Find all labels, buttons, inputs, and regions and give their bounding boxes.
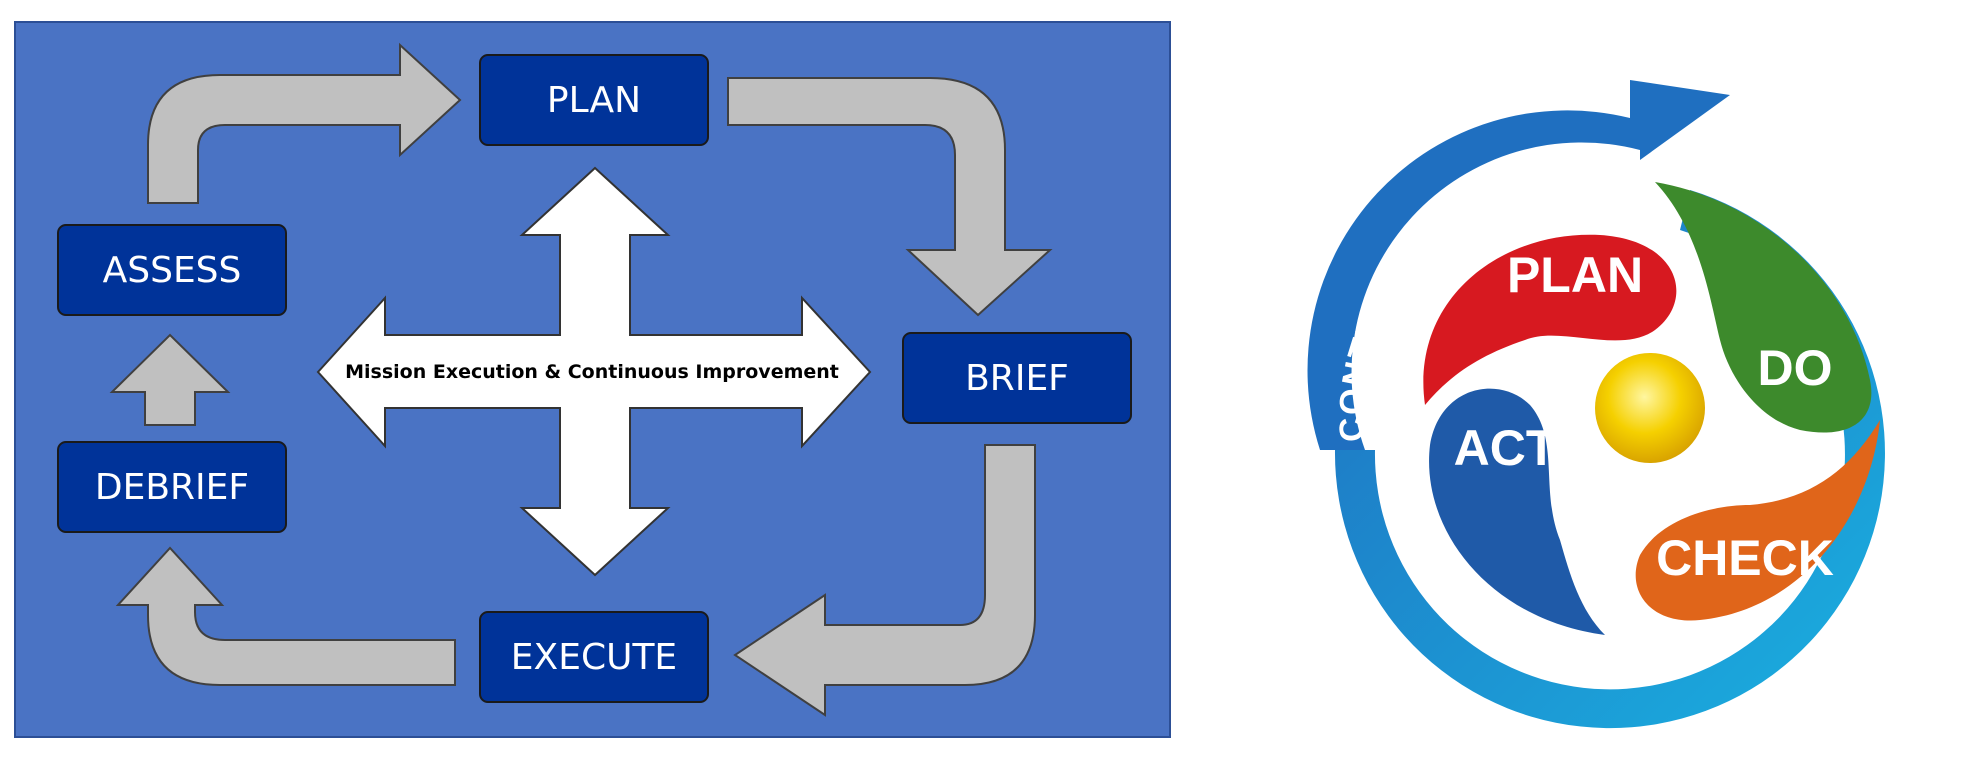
petal-plan-label: PLAN bbox=[1507, 247, 1643, 303]
arrow-plan-to-brief bbox=[727, 77, 1053, 317]
center-cross-arrow bbox=[316, 166, 872, 577]
center-sun bbox=[1595, 353, 1705, 463]
mission-cycle-diagram: Mission Execution & Continuous Improveme… bbox=[14, 21, 1171, 738]
petal-do bbox=[1655, 182, 1872, 433]
improvement-arrow-band bbox=[1307, 80, 1730, 450]
node-brief: BRIEF bbox=[902, 332, 1132, 424]
cycle-arrows bbox=[109, 42, 1053, 717]
node-brief-label: BRIEF bbox=[965, 358, 1069, 399]
node-execute-label: EXECUTE bbox=[511, 637, 677, 678]
petal-do-label: DO bbox=[1758, 340, 1833, 396]
node-execute: EXECUTE bbox=[479, 611, 709, 703]
arrow-brief-to-execute bbox=[733, 444, 1036, 717]
arrow-execute-to-debrief bbox=[115, 546, 456, 686]
petal-check bbox=[1635, 420, 1880, 621]
node-debrief-label: DEBRIEF bbox=[95, 467, 249, 508]
arrow-assess-to-plan bbox=[147, 42, 462, 204]
node-debrief: DEBRIEF bbox=[57, 441, 287, 533]
petal-check-label: CHECK bbox=[1656, 530, 1834, 586]
node-plan: PLAN bbox=[479, 54, 709, 146]
node-assess: ASSESS bbox=[57, 224, 287, 316]
petal-plan bbox=[1423, 234, 1677, 405]
arrow-debrief-to-assess bbox=[109, 333, 231, 426]
petal-act bbox=[1429, 388, 1605, 635]
node-assess-label: ASSESS bbox=[103, 250, 242, 291]
center-label: Mission Execution & Continuous Improveme… bbox=[345, 361, 839, 383]
petal-act-label: ACT bbox=[1454, 420, 1557, 476]
node-plan-label: PLAN bbox=[547, 80, 641, 121]
